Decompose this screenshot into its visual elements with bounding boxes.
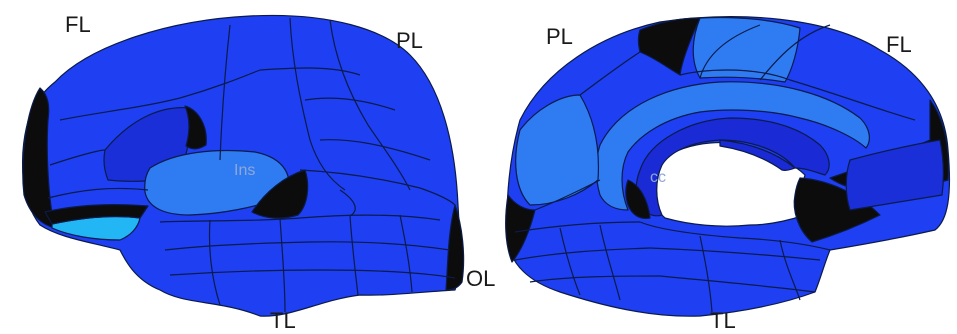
occipital-lobe-label: OL <box>466 268 495 290</box>
corpus-callosum-label: cc <box>650 170 666 186</box>
right-frontal-lobe-label: FL <box>886 34 912 56</box>
medial-hemisphere <box>506 17 950 317</box>
left-parietal-lobe-label: PL <box>396 30 423 52</box>
superior-medial-light-region <box>693 17 800 82</box>
left-frontal-lobe-label: FL <box>65 14 91 36</box>
right-temporal-lobe-label: TL <box>710 310 736 332</box>
right-parietal-lobe-label: PL <box>546 26 573 48</box>
left-temporal-lobe-label: TL <box>270 310 296 332</box>
insula-label: Ins <box>234 163 255 179</box>
